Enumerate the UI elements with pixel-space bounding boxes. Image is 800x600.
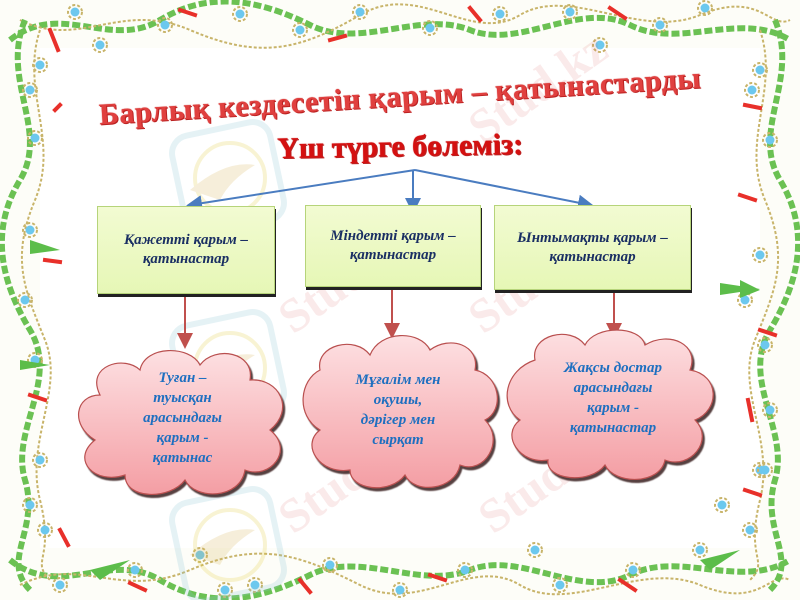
example-text-friends: Жақсы достар арасындағы қарым - қатынаст… xyxy=(564,360,662,436)
blue-branch-arrows xyxy=(186,169,594,214)
category-box-obligatory: Міндетті қарым – қатынастар xyxy=(305,205,481,287)
category-label: Міндетті қарым – қатынастар xyxy=(330,228,456,263)
category-label: Ынтымақты қарым – қатынастар xyxy=(517,229,668,265)
category-box-necessary: Қажетті қарым – қатынастар xyxy=(97,206,275,294)
cloud-shape-family xyxy=(78,350,283,495)
category-label: Қажетті қарым – қатынастар xyxy=(123,232,248,267)
red-down-arrows xyxy=(177,287,622,349)
example-text-teacher: Мұғалім мен оқушы, дәрігер мен сырқат xyxy=(355,372,441,448)
category-box-solidarity: Ынтымақты қарым – қатынастар xyxy=(494,205,691,290)
example-text-family: Туған – туысқан арасындағы қарым - қатын… xyxy=(143,370,222,466)
cloud-shape-friends xyxy=(506,329,714,480)
cloud-shape-teacher xyxy=(302,335,498,489)
